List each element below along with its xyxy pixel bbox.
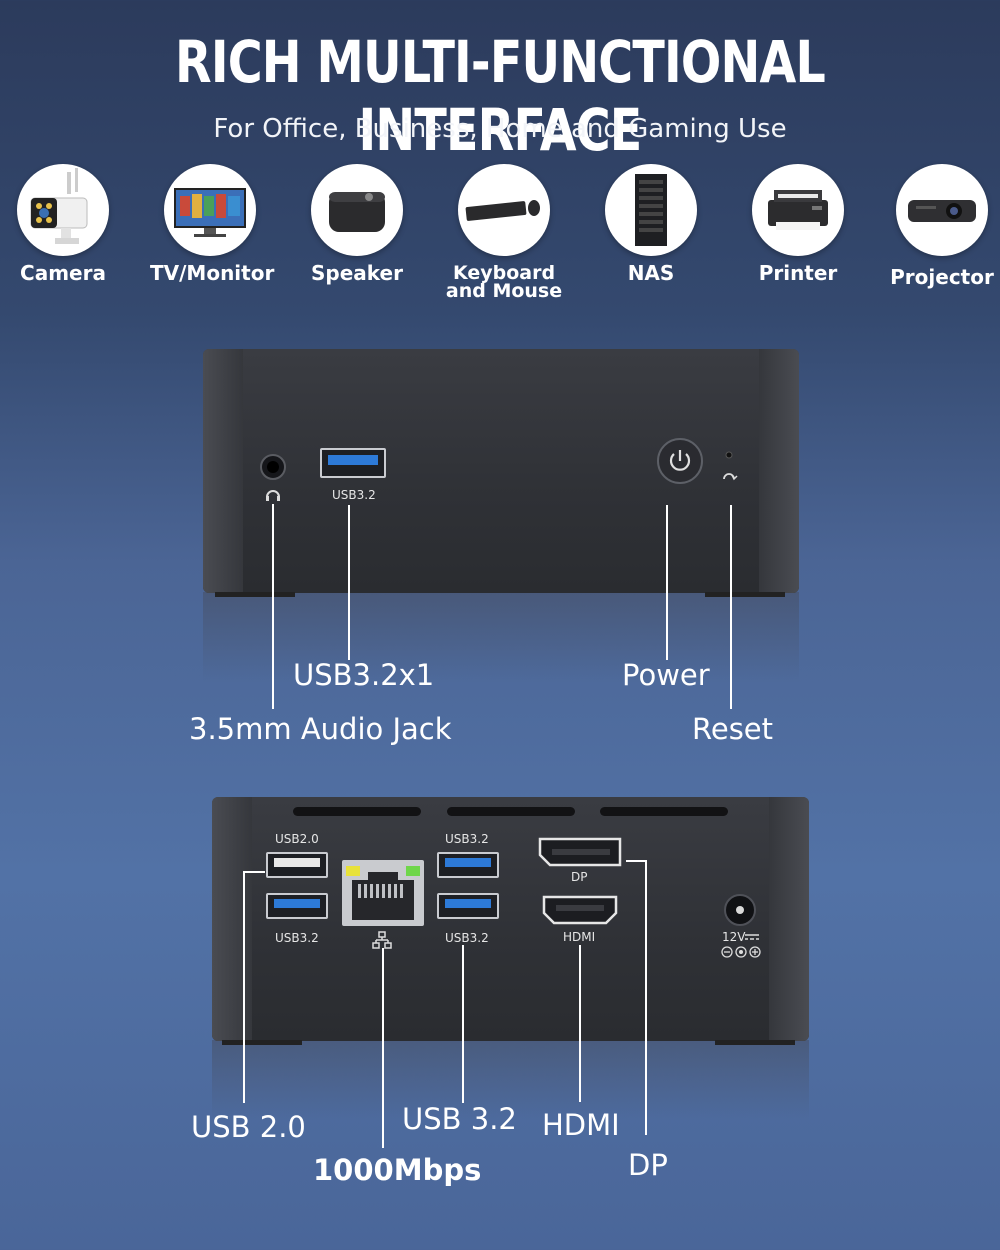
callout-reset: Reset — [692, 712, 774, 746]
vent-slot — [447, 807, 575, 816]
callout-audio-jack: 3.5mm Audio Jack — [189, 712, 452, 746]
keyboard-mouse-icon — [458, 164, 550, 256]
callout-usb-front: USB3.2x1 — [293, 658, 435, 692]
reset-icon — [723, 451, 738, 481]
camera-icon — [17, 164, 109, 256]
dc-power-label: 12V — [722, 930, 746, 944]
device-keyboard-mouse: Keyboard and Mouse — [444, 164, 564, 302]
hdmi-port-label: HDMI — [563, 930, 596, 944]
device-label: Speaker — [311, 261, 403, 285]
dc-power-jack-icon — [724, 894, 756, 926]
front-usb-label: USB3.2 — [332, 488, 376, 502]
vent-slot — [600, 807, 728, 816]
dp-port-label: DP — [571, 870, 588, 884]
device-camera: Camera — [3, 164, 123, 285]
callout-usb32: USB 3.2 — [402, 1102, 517, 1136]
page-subtitle: For Office, Business, Home and Gaming Us… — [213, 114, 787, 144]
device-label: TV/Monitor — [150, 261, 275, 285]
polarity-icon — [721, 946, 761, 958]
mini-pc-rear — [212, 797, 809, 1041]
monitor-icon — [164, 164, 256, 256]
usb2-port-label: USB2.0 — [275, 832, 319, 846]
projector-icon — [896, 164, 988, 256]
usb32-port — [437, 893, 499, 919]
callout-usb2: USB 2.0 — [191, 1110, 306, 1144]
device-label: NAS — [627, 261, 675, 285]
printer-icon — [752, 164, 844, 256]
page-title: RICH MULTI-FUNCTIONAL INTERFACE — [175, 28, 826, 164]
usb32-bottom-label: USB3.2 — [445, 931, 489, 945]
device-label: Camera — [20, 261, 106, 285]
front-reflection — [203, 592, 799, 682]
callout-lan: 1000Mbps — [313, 1153, 482, 1187]
device-nas: NAS — [591, 164, 711, 285]
mini-pc-front — [203, 349, 799, 593]
device-monitor: TV/Monitor — [150, 164, 275, 285]
device-label: Projector — [890, 265, 994, 289]
usb32-port-label: USB3.2 — [275, 931, 319, 945]
hdmi-port-icon — [542, 895, 618, 925]
usb32-port — [266, 893, 328, 919]
displayport-icon — [538, 837, 622, 867]
usb32-port — [437, 852, 499, 878]
vent-slot — [293, 807, 421, 816]
nas-icon — [605, 164, 697, 256]
power-button-icon — [657, 438, 703, 484]
device-label: Printer — [758, 261, 838, 285]
callout-dp: DP — [628, 1148, 668, 1182]
ethernet-port-icon — [342, 860, 424, 949]
usb32-top-label: USB3.2 — [445, 832, 489, 846]
usb2-port — [266, 852, 328, 878]
device-projector: Projector — [882, 164, 1000, 289]
rear-reflection — [212, 1040, 809, 1120]
audio-jack-icon — [260, 454, 286, 501]
speaker-icon — [311, 164, 403, 256]
dc-symbol-icon — [745, 934, 759, 940]
callout-power: Power — [622, 658, 710, 692]
device-label: Keyboard and Mouse — [445, 262, 563, 302]
callout-hdmi: HDMI — [542, 1108, 620, 1142]
device-speaker: Speaker — [297, 164, 417, 285]
device-printer: Printer — [738, 164, 858, 285]
front-usb-port — [320, 448, 386, 478]
